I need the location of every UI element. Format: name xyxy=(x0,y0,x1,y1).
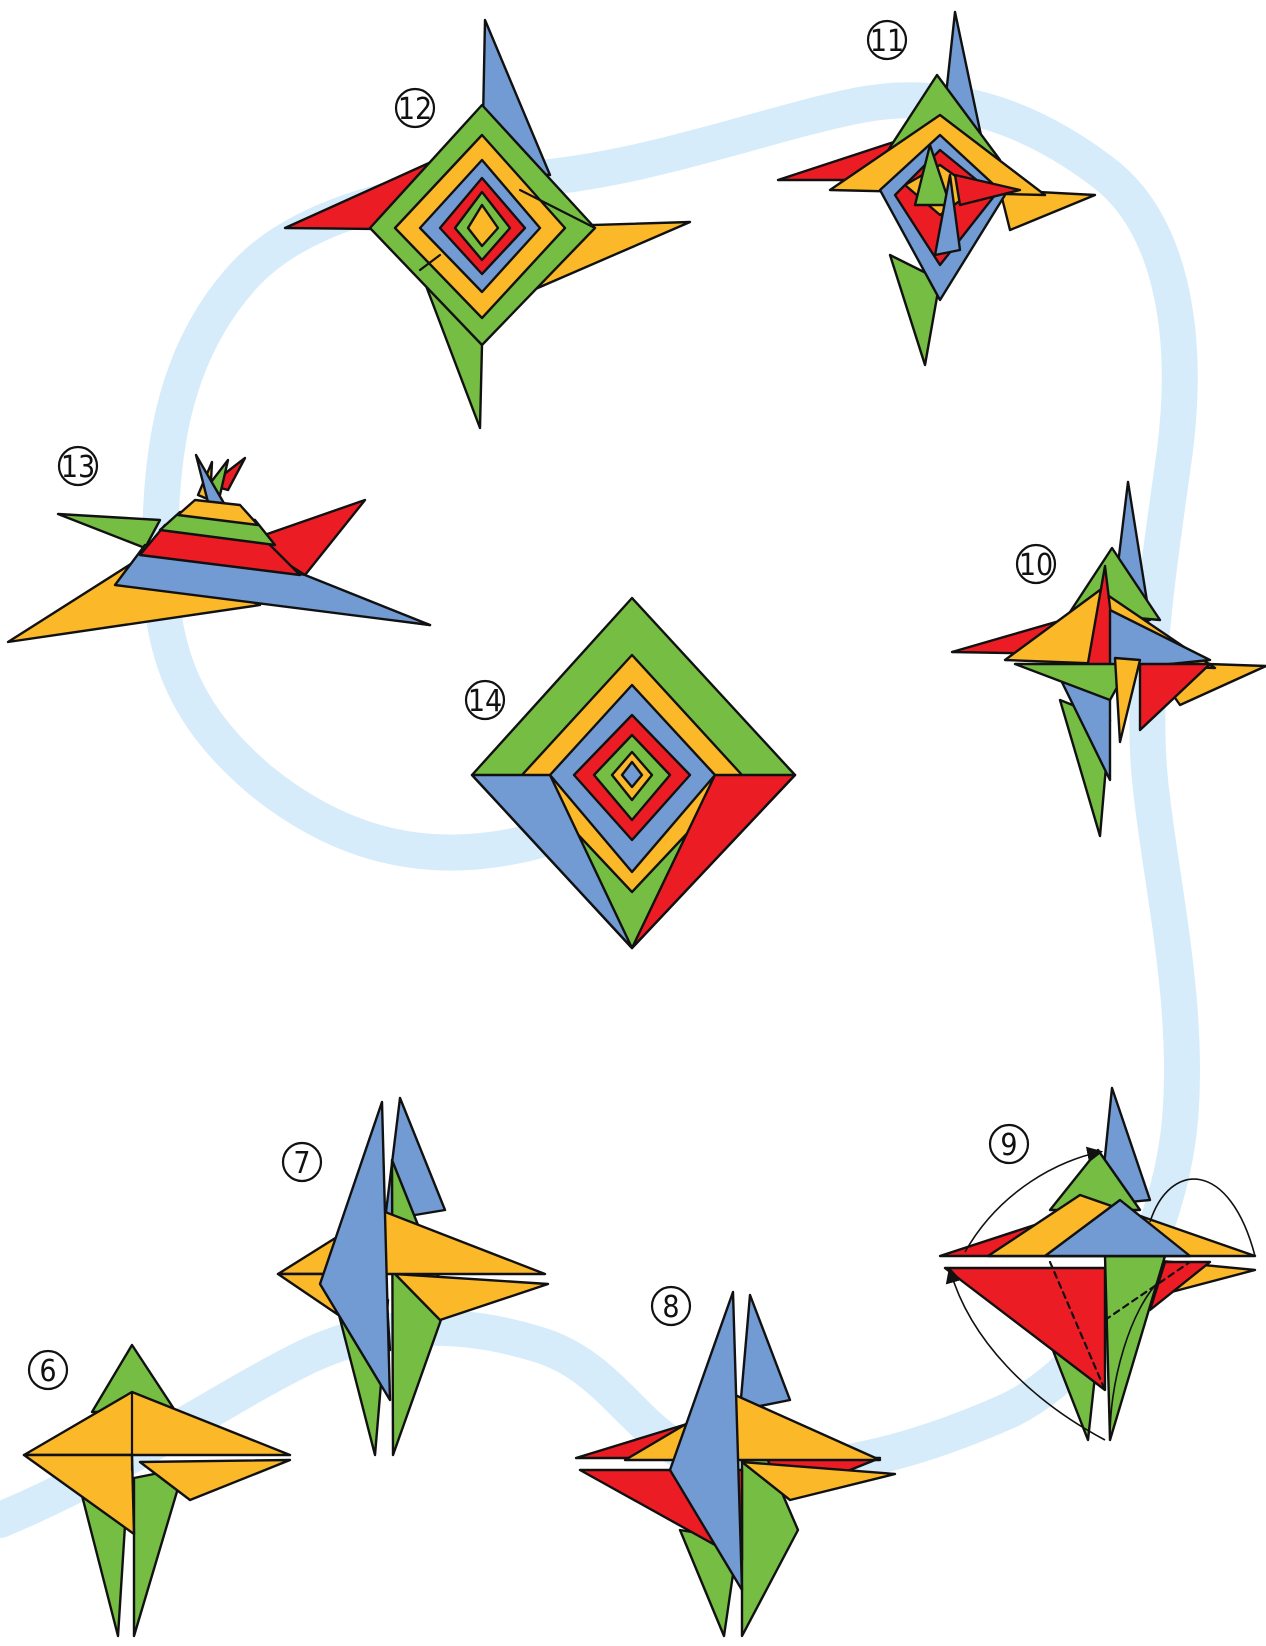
step-label-6: 6 xyxy=(29,1351,67,1389)
step-12-figure xyxy=(285,20,690,428)
svg-text:10: 10 xyxy=(1019,548,1053,583)
svg-text:14: 14 xyxy=(468,684,502,719)
step-label-14: 14 xyxy=(466,681,504,719)
step-14-figure xyxy=(472,598,795,948)
step-8-blue-back-point xyxy=(740,1295,790,1410)
step-label-11: 11 xyxy=(868,21,906,59)
svg-text:12: 12 xyxy=(398,92,432,127)
svg-text:7: 7 xyxy=(293,1146,310,1181)
step-label-9: 9 xyxy=(990,1125,1028,1163)
step-11-figure xyxy=(778,12,1095,365)
step-11-yellow-right-wing xyxy=(1000,190,1095,230)
step-label-10: 10 xyxy=(1017,545,1055,583)
step-6-green-lower-right xyxy=(134,1468,184,1636)
svg-text:11: 11 xyxy=(870,24,904,59)
svg-text:8: 8 xyxy=(662,1290,679,1325)
svg-text:6: 6 xyxy=(39,1354,56,1389)
step-label-7: 7 xyxy=(283,1143,321,1181)
step-8-figure xyxy=(576,1292,895,1636)
svg-text:13: 13 xyxy=(61,450,95,485)
step-10-figure xyxy=(952,482,1266,836)
step-9-red-lower xyxy=(945,1268,1105,1390)
svg-text:9: 9 xyxy=(1000,1128,1017,1163)
step-label-13: 13 xyxy=(59,447,97,485)
step-13-green-left-wing xyxy=(58,514,160,548)
step-label-12: 12 xyxy=(396,89,434,127)
step-9-figure xyxy=(940,1088,1255,1440)
step-label-8: 8 xyxy=(652,1287,690,1325)
